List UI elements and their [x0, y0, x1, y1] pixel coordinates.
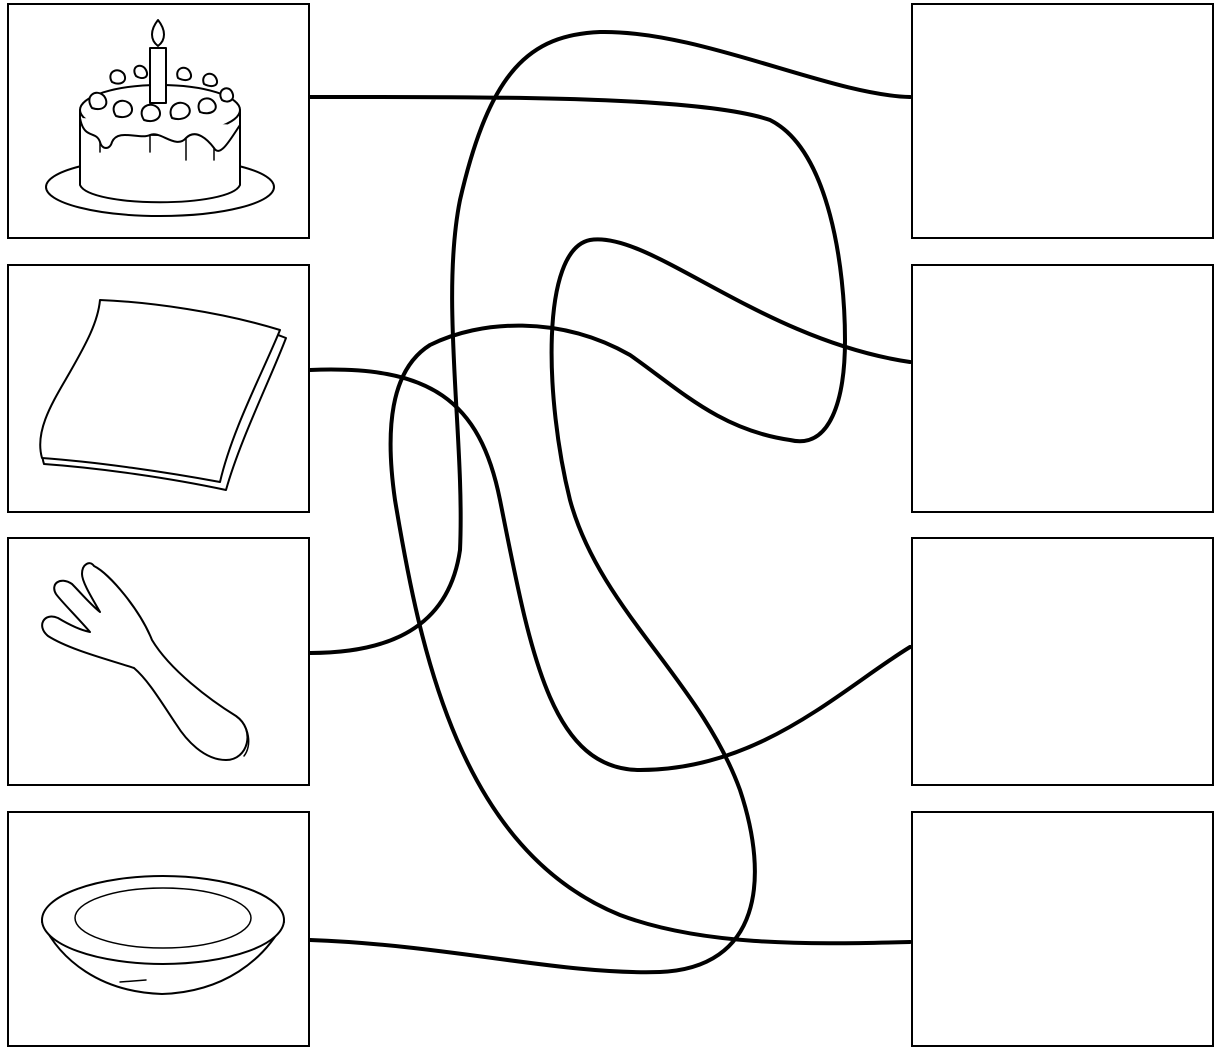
tangle-line-fork — [310, 32, 910, 653]
answer-box-1[interactable] — [912, 4, 1213, 238]
tangle-line-cake — [310, 97, 910, 943]
tangle-line-napkin — [310, 370, 910, 770]
answer-box-4[interactable] — [912, 812, 1213, 1046]
answer-box-3[interactable] — [912, 538, 1213, 785]
answer-box-2[interactable] — [912, 265, 1213, 512]
tangle-line-bowl — [310, 239, 910, 972]
